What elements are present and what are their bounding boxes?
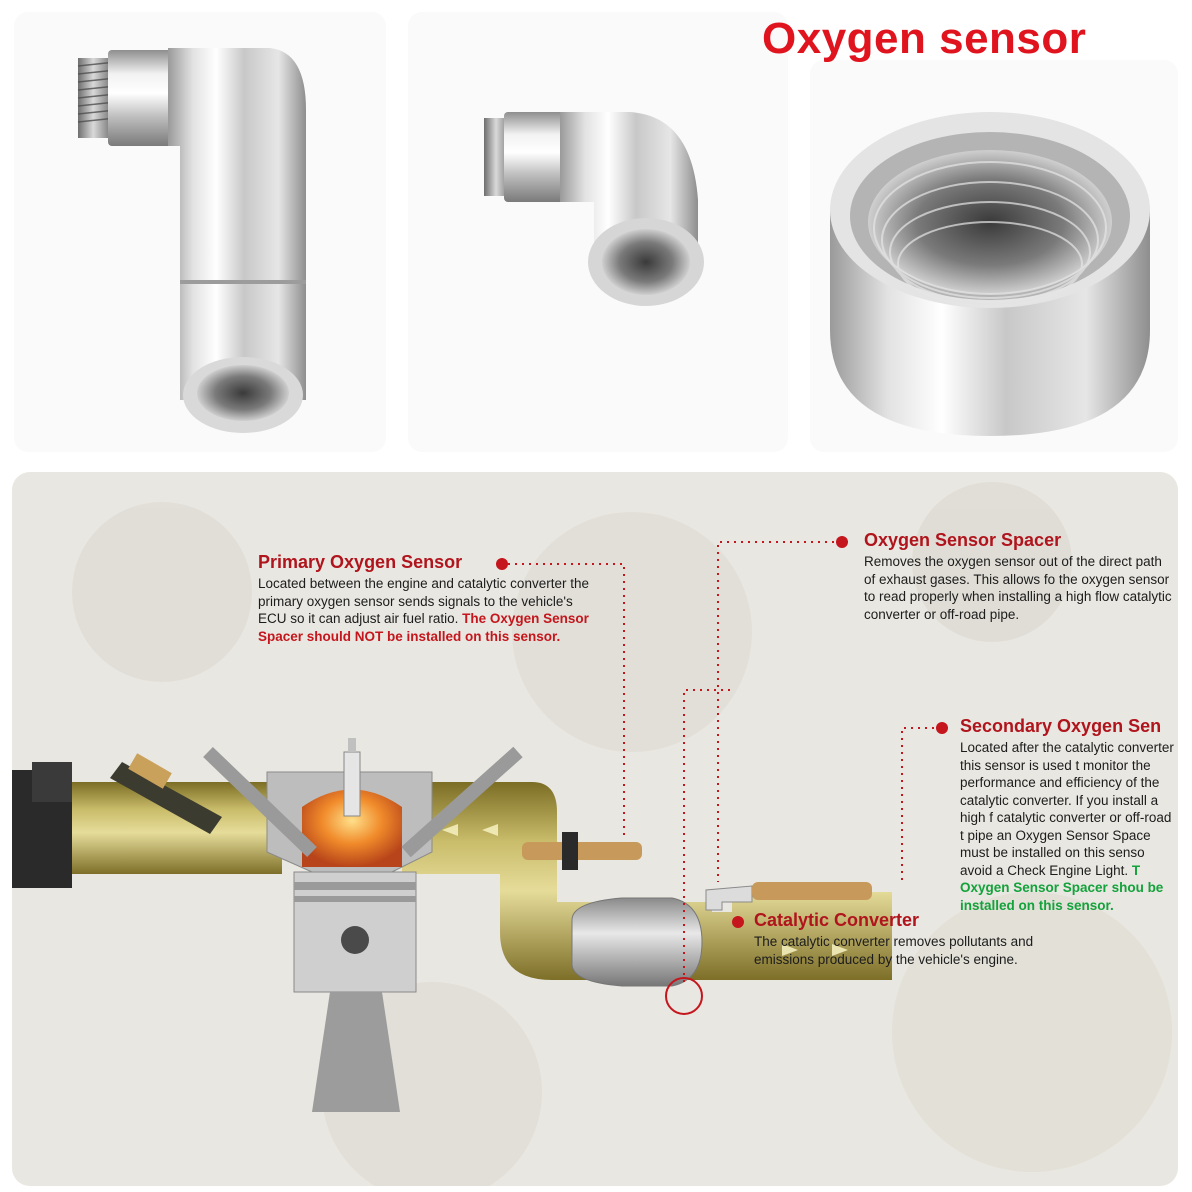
page-title: Oxygen sensor — [762, 14, 1087, 63]
primary-sensor-warning: The Oxygen Sensor Spacer should NOT be i… — [258, 611, 589, 644]
engine-exhaust-illustration — [12, 472, 1178, 1186]
spacer-callout: Oxygen Sensor Spacer Removes the oxygen … — [864, 530, 1174, 623]
product-images — [77, 48, 1150, 436]
secondary-sensor-warning: T Oxygen Sensor Spacer shou be installed… — [960, 862, 1164, 913]
bung-image — [830, 112, 1150, 436]
primary-sensor-body: Located between the engine and catalytic… — [258, 576, 589, 626]
secondary-sensor-text: Located after the catalytic converter th… — [960, 739, 1176, 914]
primary-callout-dot — [496, 558, 508, 570]
primary-sensor-title: Primary Oxygen Sensor — [258, 552, 463, 572]
secondary-sensor-title: Secondary Oxygen Sen — [960, 716, 1162, 736]
secondary-callout-dot — [936, 722, 948, 734]
catalytic-callout-dot — [732, 916, 744, 928]
short-spacer-image — [484, 112, 704, 306]
installation-diagram: Primary Oxygen Sensor Located between th… — [12, 472, 1178, 1186]
catalytic-converter-callout: Catalytic Converter The catalytic conver… — [754, 910, 1074, 968]
long-spacer-image — [77, 48, 306, 433]
spacer-callout-dot — [836, 536, 848, 548]
primary-sensor-callout: Primary Oxygen Sensor Located between th… — [258, 552, 602, 645]
catalytic-converter-title: Catalytic Converter — [754, 910, 920, 930]
spacer-body: Removes the oxygen sensor out of the dir… — [864, 554, 1172, 622]
secondary-sensor-body: Located after the catalytic converter th… — [960, 740, 1174, 878]
catalytic-converter-body: The catalytic converter removes pollutan… — [754, 934, 1034, 967]
secondary-sensor-callout: Secondary Oxygen Sen Located after the c… — [960, 716, 1176, 914]
spacer-title: Oxygen Sensor Spacer — [864, 530, 1062, 550]
primary-sensor-text: Located between the engine and catalytic… — [258, 575, 602, 645]
product-photo-row — [0, 0, 1192, 462]
